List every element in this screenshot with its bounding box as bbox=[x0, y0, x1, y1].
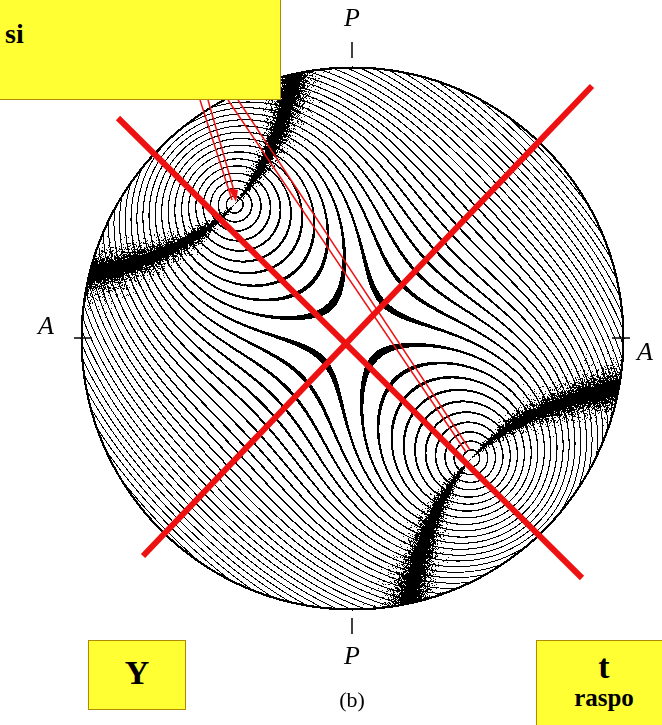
polarizer-label: P bbox=[344, 643, 360, 669]
leader-line bbox=[228, 100, 466, 452]
callout-box: traspo bbox=[536, 640, 662, 725]
polarizer-label: P bbox=[344, 5, 360, 31]
callout-text: raspo bbox=[537, 685, 662, 711]
leader-line bbox=[238, 100, 470, 450]
callout-text: t bbox=[537, 649, 662, 685]
callout-box: si bbox=[0, 0, 281, 100]
leader-arrow bbox=[228, 188, 238, 202]
figure-label: (b) bbox=[339, 689, 365, 711]
callout-text: Y bbox=[89, 655, 185, 691]
callout-text: si bbox=[5, 19, 280, 48]
tick-a bbox=[74, 337, 92, 339]
analyzer-label: A bbox=[38, 313, 54, 339]
callout-box: Y bbox=[88, 640, 186, 710]
tick-a bbox=[612, 337, 630, 339]
leader-line bbox=[208, 100, 236, 198]
leader-line bbox=[200, 100, 232, 200]
red-cross-line bbox=[143, 86, 592, 556]
tick-p bbox=[351, 618, 353, 634]
analyzer-label: A bbox=[637, 339, 653, 365]
tick-p bbox=[351, 42, 353, 58]
